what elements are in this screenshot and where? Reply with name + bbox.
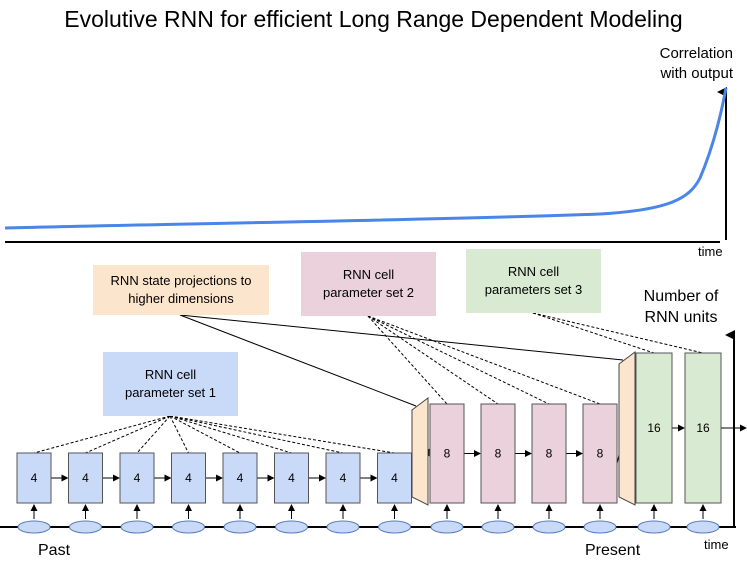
projection-link-line xyxy=(179,314,417,407)
rnn-cell xyxy=(531,403,567,504)
parameter-set-1-line2: parameter set 1 xyxy=(124,385,217,400)
parameter-link-line xyxy=(169,415,189,454)
input-node xyxy=(686,520,720,534)
rnn-cell xyxy=(16,452,52,504)
rnn-cell-units: 8 xyxy=(597,447,604,461)
units-label-line1: Number of xyxy=(643,288,719,305)
rnn-cell-units: 16 xyxy=(696,421,710,435)
rnn-cell xyxy=(171,452,206,504)
input-node xyxy=(223,520,257,534)
parameter-set-2-box: RNN cell parameter set 2 xyxy=(301,252,436,316)
parameter-set-2-line1: RNN cell xyxy=(342,267,395,282)
parameter-set-2-line2: parameter set 2 xyxy=(322,285,415,300)
rnn-cells: 4 4 4 4 4 4 4 4 8 8 8 8 16 16 xyxy=(16,351,722,534)
parameter-link-line xyxy=(532,312,655,354)
parameter-link-line xyxy=(33,415,171,454)
past-label: Past xyxy=(38,542,71,559)
rnn-cell-units: 8 xyxy=(546,447,553,461)
parameter-set-3-box: RNN cell parameters set 3 xyxy=(466,249,601,313)
parameter-link-line xyxy=(169,415,241,454)
rnn-cell-units: 4 xyxy=(237,471,244,485)
rnn-cell xyxy=(274,452,309,504)
page-title: Evolutive RNN for efficient Long Range D… xyxy=(64,6,683,32)
rnn-cell-units: 16 xyxy=(647,421,661,435)
rnn-cell-units: 4 xyxy=(340,471,347,485)
rnn-cell xyxy=(480,403,516,504)
projection-link-line xyxy=(179,314,624,361)
rnn-cell-units: 4 xyxy=(391,471,398,485)
input-node xyxy=(275,520,308,534)
units-label: Number of RNN units xyxy=(626,286,736,328)
input-node xyxy=(430,520,464,534)
parameter-link-line xyxy=(532,312,704,354)
rnn-cell-units: 4 xyxy=(31,471,38,485)
rnn-cell xyxy=(119,452,155,504)
parameter-link-line xyxy=(169,415,292,454)
input-node xyxy=(69,520,102,534)
rnn-cell xyxy=(429,403,465,504)
parameter-link-line xyxy=(367,315,499,405)
correlation-label-line2: with output xyxy=(660,65,733,82)
rnn-cell xyxy=(68,452,103,504)
parameter-link-line xyxy=(367,315,601,405)
projection-layer xyxy=(618,351,636,506)
rnn-cell xyxy=(325,452,361,504)
parameter-link-line xyxy=(169,415,344,454)
input-node xyxy=(120,520,154,534)
present-label: Present xyxy=(585,542,641,559)
rnn-cell-units: 8 xyxy=(444,447,451,461)
projections-line2: higher dimensions xyxy=(128,291,234,306)
rnn-cell xyxy=(222,452,258,504)
parameter-link-line xyxy=(136,415,171,454)
input-node xyxy=(17,520,51,534)
input-node xyxy=(326,520,360,534)
input-node xyxy=(583,520,617,534)
time-label-top: time xyxy=(698,244,723,259)
rnn-cell xyxy=(582,403,618,504)
rnn-cell-units: 4 xyxy=(288,471,295,485)
input-node xyxy=(172,520,205,534)
projections-line1: RNN state projections to xyxy=(110,273,252,288)
input-node xyxy=(637,520,671,534)
units-label-line2: RNN units xyxy=(644,309,718,326)
input-node xyxy=(481,520,515,534)
time-label-bottom: time xyxy=(704,537,729,552)
input-node xyxy=(378,520,411,534)
rnn-cell xyxy=(684,352,722,504)
correlation-label: Correlation with output xyxy=(603,44,733,84)
rnn-cell-units: 4 xyxy=(82,471,89,485)
correlation-curve xyxy=(4,87,728,230)
projections-box: RNN state projections to higher dimension… xyxy=(93,265,269,315)
parameter-link-line xyxy=(169,415,395,454)
rnn-cell-units: 4 xyxy=(134,471,141,485)
parameter-link-line xyxy=(367,315,550,405)
rnn-cell-units: 4 xyxy=(185,471,192,485)
parameter-set-1-box: RNN cell parameter set 1 xyxy=(103,352,238,416)
parameter-link-line xyxy=(367,315,448,405)
rnn-cell xyxy=(635,352,673,504)
parameter-set-3-line2: parameters set 3 xyxy=(484,282,583,297)
parameter-set-3-line1: RNN cell xyxy=(507,264,560,279)
connection-lines xyxy=(30,312,747,519)
rnn-cell-units: 8 xyxy=(495,447,502,461)
correlation-label-line1: Correlation xyxy=(659,45,733,62)
projection-layer xyxy=(411,397,429,506)
parameter-link-line xyxy=(85,415,171,454)
input-node xyxy=(532,520,566,534)
parameter-set-1-line1: RNN cell xyxy=(144,367,197,382)
